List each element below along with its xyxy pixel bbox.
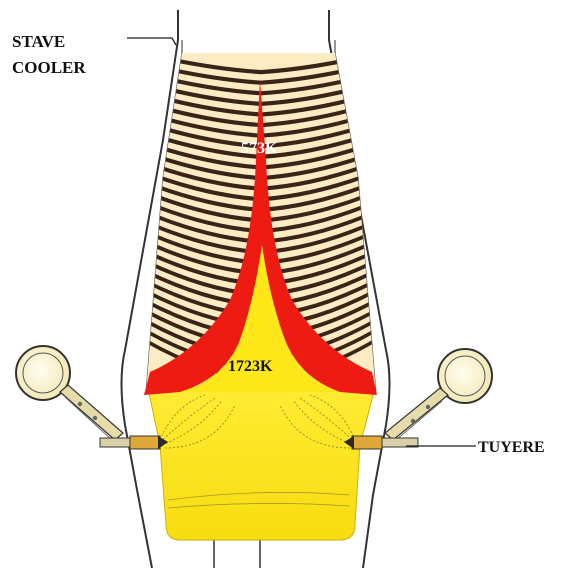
- stave-cooler-label-line2: COOLER: [12, 58, 86, 77]
- downleg-left: [60, 385, 123, 440]
- stave-cooler-label-line1: STAVE: [12, 32, 65, 51]
- downleg-right: [385, 388, 448, 440]
- hearth-zone: [148, 388, 375, 540]
- temperature-lower: 1723K: [228, 358, 273, 375]
- tuyere-label: TUYERE: [478, 439, 545, 456]
- bustle-pipe-with-tuyere-icon-left: [16, 346, 168, 449]
- stave-cooler-leader: [127, 38, 176, 45]
- tuyere-nozzle-right: [352, 436, 382, 449]
- tuyere-nozzle-left: [130, 436, 160, 449]
- temperature-upper: 573K: [241, 140, 278, 157]
